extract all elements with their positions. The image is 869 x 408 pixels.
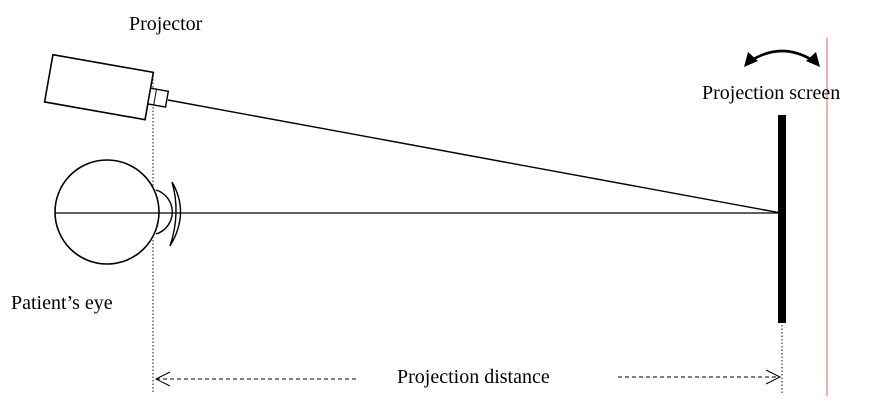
- projector-lens: [147, 87, 170, 108]
- projection-screen-label: Projection screen: [702, 82, 840, 104]
- projector-body: [43, 53, 155, 121]
- contact-lens: [169, 181, 182, 247]
- right-arrowhead-icon: [765, 369, 782, 385]
- projection-distance-arrow: [154, 369, 782, 387]
- eyeball: [54, 159, 160, 265]
- projection-screen: [778, 115, 786, 323]
- projector: [43, 53, 170, 121]
- patient-eye: [54, 159, 182, 265]
- patients-eye-label: Patient’s eye: [11, 292, 113, 314]
- rotation-double-arrow-icon: [744, 49, 820, 67]
- projection-ray: [167, 99, 782, 214]
- left-arrowhead-icon: [154, 371, 171, 387]
- projector-label: Projector: [129, 13, 203, 35]
- cornea: [155, 189, 173, 235]
- projection-distance-label: Projection distance: [397, 366, 550, 388]
